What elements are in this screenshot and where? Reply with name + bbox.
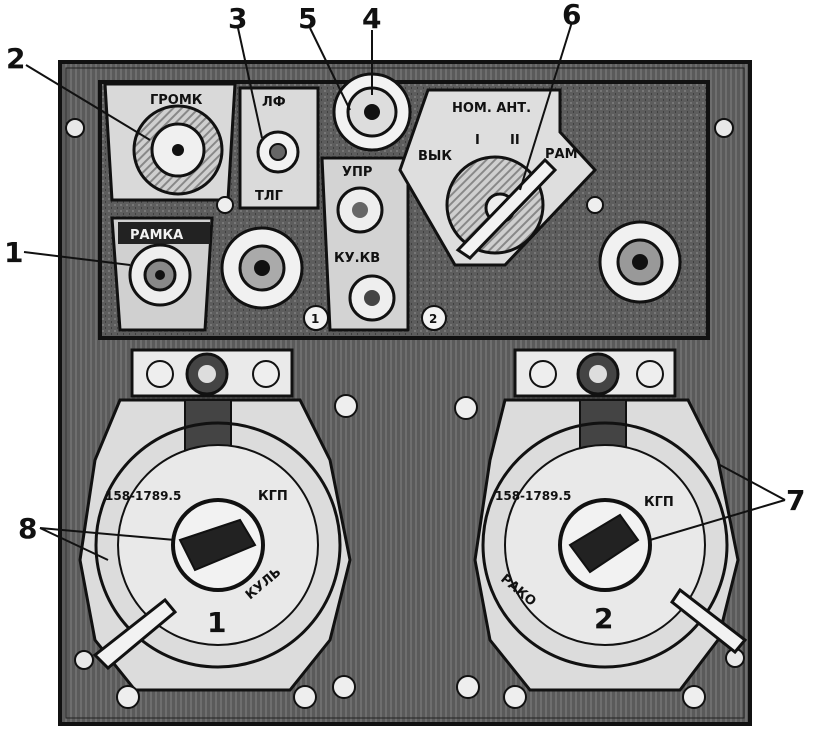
- label-ram: РАМ: [545, 147, 578, 162]
- volume-section: ГРОМК: [103, 82, 237, 214]
- callout-6: 6: [562, 0, 581, 31]
- right-dial-code: КГП: [644, 495, 674, 510]
- right-dial-model: 158-1789.5: [495, 489, 571, 503]
- callout-1: 1: [4, 236, 23, 269]
- socket-1-marker: 1: [303, 305, 329, 331]
- label-ramka: РАМКА: [130, 228, 183, 243]
- callout-4: 4: [362, 2, 381, 35]
- callout-3: 3: [228, 2, 247, 35]
- tuning-knob-left[interactable]: [220, 226, 304, 310]
- label-roman2: II: [510, 133, 520, 148]
- left-dial-lever[interactable]: [92, 597, 178, 671]
- callout-8: 8: [18, 512, 37, 545]
- socket-2-marker: 2: [421, 305, 447, 331]
- corner-screws: [65, 118, 745, 670]
- callout-numbers: 2 1 3 5 4 6 8 7: [4, 0, 805, 545]
- lf-tlg-section: ЛФ ТЛГ: [238, 86, 320, 210]
- left-dial-model: 158-1789.5: [105, 489, 181, 503]
- label-norm-ant: НОМ. АНТ.: [452, 101, 531, 116]
- antenna-selector-section: НОМ. АНТ. ВЫК I II РАМ: [398, 88, 598, 267]
- lower-left-dial-assembly: 158-1789.5 КГП КУЛЬ 1: [78, 348, 358, 709]
- callout-7: 7: [786, 484, 805, 517]
- callout-2: 2: [6, 42, 25, 75]
- svg-text:2: 2: [429, 312, 437, 326]
- callout-5: 5: [298, 2, 317, 35]
- leader-lines: [23, 21, 786, 561]
- left-dial-code: КГП: [258, 489, 288, 504]
- right-panel-knob[interactable]: [586, 196, 682, 304]
- label-tlg: ТЛГ: [255, 189, 283, 204]
- lower-right-dial-assembly: 158-1789.5 КГП РАКО 2: [454, 348, 748, 709]
- label-vyk: ВЫК: [418, 149, 452, 164]
- label-kvarts: КУ.КВ: [334, 251, 380, 266]
- right-dial-number: 2: [594, 602, 613, 635]
- label-lf: ЛФ: [262, 95, 286, 110]
- right-dial-lever[interactable]: [669, 587, 748, 655]
- upr-kvarts-section: УПР КУ.КВ: [320, 156, 410, 332]
- label-gromk: ГРОМК: [150, 93, 203, 108]
- antenna-selector-lever[interactable]: [455, 157, 558, 260]
- top-center-knob[interactable]: [332, 72, 412, 152]
- left-dial-number: 1: [207, 606, 226, 639]
- svg-text:1: 1: [311, 312, 319, 326]
- label-roman1: I: [475, 133, 480, 148]
- frame-section: РАМКА: [110, 216, 214, 332]
- label-usil: УПР: [342, 165, 372, 180]
